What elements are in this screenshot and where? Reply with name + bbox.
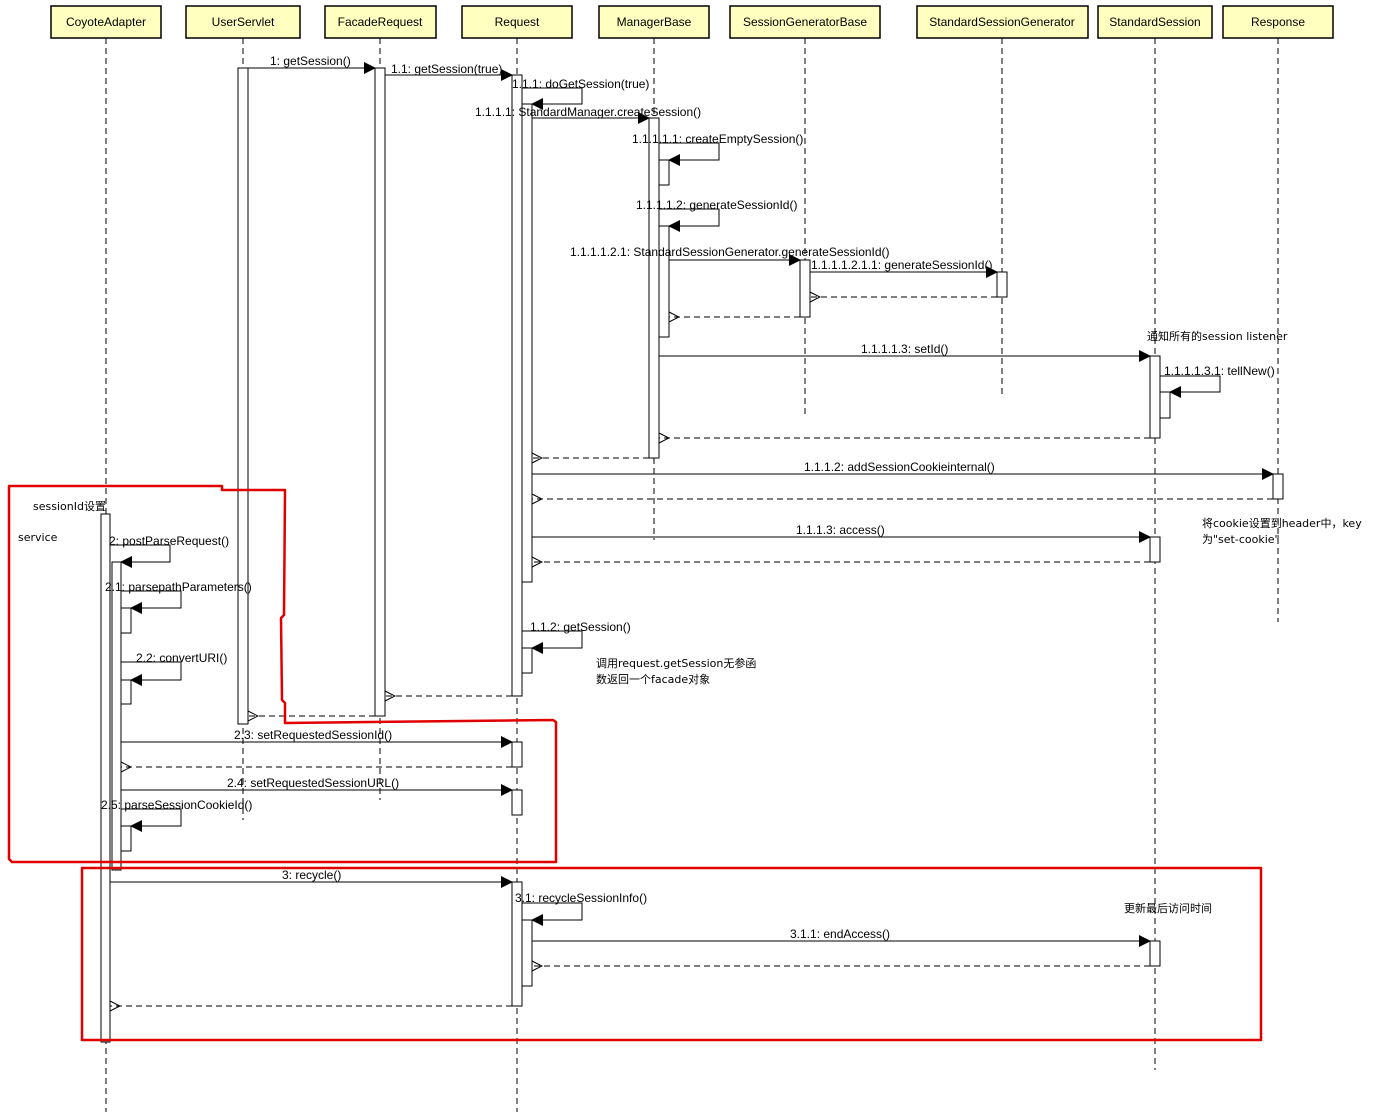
svg-text:CoyoteAdapter: CoyoteAdapter [66, 15, 146, 29]
message-label: 1.1.1: doGetSession(true) [512, 77, 649, 91]
svg-text:StandardSession: StandardSession [1109, 15, 1200, 29]
activation-bar [1149, 536, 1161, 563]
activation-bar [511, 74, 523, 697]
activation-bar [511, 789, 523, 816]
message-label: 1.1.1.3: access() [796, 523, 885, 537]
activation-bar [1149, 355, 1161, 439]
participant-facade: FacadeRequest [324, 5, 437, 39]
self-call-arrow [659, 142, 720, 166]
svg-text:Response: Response [1251, 15, 1305, 29]
message-label: 3.1.1: endAccess() [790, 927, 890, 941]
activation-bar [658, 159, 670, 186]
activation-bar [521, 103, 533, 583]
self-call-arrow [1160, 375, 1221, 398]
message-label: 2.1: parsepathParameters() [105, 580, 252, 594]
highlight-region-recycle [80, 866, 1263, 1042]
activation-bar [237, 67, 249, 725]
participant-session: StandardSession [1097, 5, 1213, 39]
message-label: 1: getSession() [270, 54, 351, 68]
message-label: 1.1.1.1.3: setId() [861, 342, 948, 356]
activation-bar [1149, 940, 1161, 967]
svg-text:SessionGeneratorBase: SessionGeneratorBase [743, 15, 867, 29]
participant-gen-base: SessionGeneratorBase [729, 5, 881, 39]
svg-text:ManagerBase: ManagerBase [617, 15, 692, 29]
note-cookie: 将cookie设置到header中，key [1202, 517, 1362, 530]
participant-servlet: UserServlet [185, 5, 301, 39]
note-update-access: 更新最后访问时间 [1124, 901, 1212, 915]
message-label: 1.1.1.2: addSessionCookieinternal() [804, 460, 995, 474]
message-label: 1.1: getSession(true) [391, 62, 502, 76]
activation-bar [374, 67, 386, 717]
self-call-arrow [659, 208, 720, 232]
self-call-arrow [522, 630, 583, 654]
label-service: service [18, 531, 58, 544]
activation-bar [111, 561, 122, 871]
participant-coyote: CoyoteAdapter [50, 5, 162, 39]
message-label: 1.1.1.1.3.1: tellNew() [1164, 364, 1275, 378]
message-label: 1.1.1.1.1: createEmptySession() [632, 132, 803, 146]
label-sessionid-setting: sessionId设置 [33, 500, 106, 513]
highlight-region-sessionid [7, 484, 558, 864]
message-label: 2.2: convertURI() [136, 651, 227, 665]
self-call-arrow [110, 544, 171, 568]
message-label: 2.3: setRequestedSessionId() [234, 728, 392, 742]
participant-std-gen: StandardSessionGenerator [916, 5, 1089, 39]
message-label: 1.1.1.1.2.1: StandardSessionGenerator.ge… [570, 245, 890, 259]
svg-text:StandardSessionGenerator: StandardSessionGenerator [929, 15, 1074, 29]
activation-bar [996, 271, 1008, 298]
svg-text:UserServlet: UserServlet [212, 15, 275, 29]
svg-text:Request: Request [495, 15, 540, 29]
svg-text:FacadeRequest: FacadeRequest [338, 15, 423, 29]
activation-bar [120, 825, 132, 852]
activation-bar [120, 679, 132, 705]
message-label: 1.1.2: getSession() [530, 620, 631, 634]
activation-bar [658, 225, 670, 338]
activation-bar [648, 117, 660, 459]
activation-bar [100, 513, 111, 1043]
activation-bar [521, 919, 533, 987]
message-label: 2: postParseRequest() [109, 534, 229, 548]
note-facade: 调用request.getSession无参函 [596, 656, 756, 670]
activation-bar [120, 607, 132, 634]
message-label: 2.4: setRequestedSessionURL() [227, 776, 399, 790]
participant-response: Response [1222, 5, 1334, 39]
activation-bar [521, 647, 533, 674]
message-label: 1.1.1.1.2.1.1: generateSessionId() [811, 258, 992, 272]
self-call-arrow [522, 902, 583, 926]
self-call-arrow [121, 808, 182, 832]
activation-bar [799, 259, 811, 318]
message-label: 2.5: parseSessionCookieId() [101, 798, 252, 812]
message-label: 1.1.1.1.2: generateSessionId() [636, 198, 797, 212]
activation-bar [1272, 473, 1284, 500]
self-call-arrow [121, 661, 182, 686]
self-call-arrow [522, 87, 583, 110]
note-notify-listeners: 通知所有的session listener [1147, 329, 1288, 343]
self-call-arrow [121, 590, 182, 614]
message-label: 1.1.1.1: StandardManager.createSession() [475, 105, 701, 119]
activation-bar [511, 741, 523, 768]
participant-manager: ManagerBase [598, 5, 710, 39]
note-cookie: 为"set-cookie" [1202, 533, 1280, 546]
participant-request: Request [461, 5, 573, 39]
activation-bar [1159, 391, 1171, 419]
message-label: 3: recycle() [282, 868, 341, 882]
message-label: 3.1: recycleSessionInfo() [515, 891, 647, 905]
note-facade: 数返回一个facade对象 [596, 672, 710, 686]
